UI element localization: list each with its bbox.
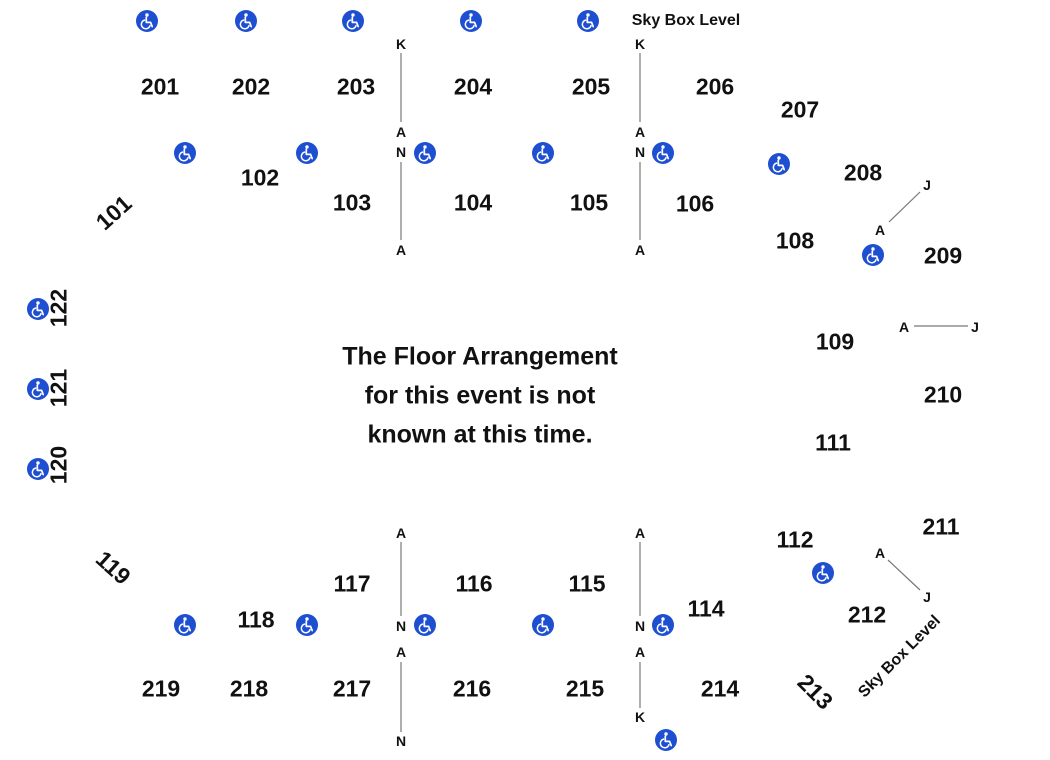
section-103[interactable]: 103 bbox=[332, 189, 372, 216]
wheelchair-icon bbox=[862, 244, 884, 266]
section-102[interactable]: 102 bbox=[240, 164, 280, 191]
wheelchair-icon bbox=[342, 10, 364, 32]
row-label: A bbox=[395, 644, 407, 660]
row-label: A bbox=[874, 545, 886, 561]
section-219[interactable]: 219 bbox=[141, 675, 181, 702]
wheelchair-icon bbox=[532, 614, 554, 636]
row-label: N bbox=[634, 144, 646, 160]
section-116[interactable]: 116 bbox=[455, 570, 493, 597]
row-label: A bbox=[634, 124, 646, 140]
row-label: K bbox=[395, 36, 407, 52]
section-218[interactable]: 218 bbox=[229, 675, 269, 702]
section-122[interactable]: 122 bbox=[45, 288, 72, 328]
wheelchair-icon bbox=[296, 142, 318, 164]
wheelchair-icon bbox=[532, 142, 554, 164]
row-label: N bbox=[395, 618, 407, 634]
wheelchair-icon bbox=[174, 142, 196, 164]
wheelchair-icon bbox=[136, 10, 158, 32]
wheelchair-icon bbox=[414, 142, 436, 164]
wheelchair-icon bbox=[27, 378, 49, 400]
section-202[interactable]: 202 bbox=[231, 73, 271, 100]
row-label: A bbox=[634, 644, 646, 660]
wheelchair-icon bbox=[652, 142, 674, 164]
section-214[interactable]: 214 bbox=[700, 675, 740, 702]
row-label: N bbox=[395, 144, 407, 160]
section-217[interactable]: 217 bbox=[332, 675, 372, 702]
wheelchair-icon bbox=[652, 614, 674, 636]
wheelchair-icon bbox=[414, 614, 436, 636]
row-label: J bbox=[923, 177, 931, 193]
section-204[interactable]: 204 bbox=[453, 73, 493, 100]
section-210[interactable]: 210 bbox=[923, 381, 963, 408]
row-label: J bbox=[971, 319, 979, 335]
section-212[interactable]: 212 bbox=[847, 601, 887, 628]
section-121[interactable]: 121 bbox=[45, 368, 72, 408]
section-209[interactable]: 209 bbox=[923, 242, 963, 269]
section-112[interactable]: 112 bbox=[776, 526, 814, 553]
wheelchair-icon bbox=[577, 10, 599, 32]
row-label: A bbox=[874, 222, 886, 238]
aisle-line bbox=[887, 559, 921, 591]
wheelchair-icon bbox=[296, 614, 318, 636]
section-201[interactable]: 201 bbox=[140, 73, 180, 100]
section-207[interactable]: 207 bbox=[780, 96, 820, 123]
wheelchair-icon bbox=[460, 10, 482, 32]
row-label: A bbox=[634, 525, 646, 541]
section-104[interactable]: 104 bbox=[453, 189, 493, 216]
row-label: A bbox=[395, 525, 407, 541]
wheelchair-icon bbox=[27, 458, 49, 480]
section-203[interactable]: 203 bbox=[336, 73, 376, 100]
wheelchair-icon bbox=[174, 614, 196, 636]
row-label: A bbox=[395, 242, 407, 258]
wheelchair-icon bbox=[655, 729, 677, 751]
section-117[interactable]: 117 bbox=[333, 570, 371, 597]
section-216[interactable]: 216 bbox=[452, 675, 492, 702]
aisle-line bbox=[888, 191, 921, 223]
wheelchair-icon bbox=[27, 298, 49, 320]
section-115[interactable]: 115 bbox=[568, 570, 606, 597]
floor-message-line: known at this time. bbox=[367, 420, 593, 449]
floor-message-line: for this event is not bbox=[364, 381, 596, 410]
section-120[interactable]: 120 bbox=[45, 445, 72, 485]
wheelchair-icon bbox=[768, 153, 790, 175]
row-label: K bbox=[634, 709, 646, 725]
sky-box-level-label: Sky Box Level bbox=[631, 12, 741, 29]
row-label: J bbox=[923, 589, 931, 605]
floor-arrangement-message: The Floor Arrangement for this event is … bbox=[342, 338, 618, 455]
floor-message-line: The Floor Arrangement bbox=[342, 342, 618, 371]
section-205[interactable]: 205 bbox=[571, 73, 611, 100]
row-label: N bbox=[395, 733, 407, 749]
section-106[interactable]: 106 bbox=[675, 190, 715, 217]
section-105[interactable]: 105 bbox=[569, 189, 609, 216]
section-215[interactable]: 215 bbox=[565, 675, 605, 702]
row-label: A bbox=[898, 319, 910, 335]
row-label: A bbox=[395, 124, 407, 140]
row-label: K bbox=[634, 36, 646, 52]
section-211[interactable]: 211 bbox=[922, 513, 960, 540]
section-208[interactable]: 208 bbox=[843, 159, 883, 186]
section-111[interactable]: 111 bbox=[815, 429, 851, 456]
section-114[interactable]: 114 bbox=[687, 595, 725, 622]
wheelchair-icon bbox=[235, 10, 257, 32]
wheelchair-icon bbox=[812, 562, 834, 584]
row-label: N bbox=[634, 618, 646, 634]
section-108[interactable]: 108 bbox=[775, 227, 815, 254]
section-118[interactable]: 118 bbox=[237, 606, 275, 633]
row-label: A bbox=[634, 242, 646, 258]
section-206[interactable]: 206 bbox=[695, 73, 735, 100]
section-109[interactable]: 109 bbox=[815, 328, 855, 355]
